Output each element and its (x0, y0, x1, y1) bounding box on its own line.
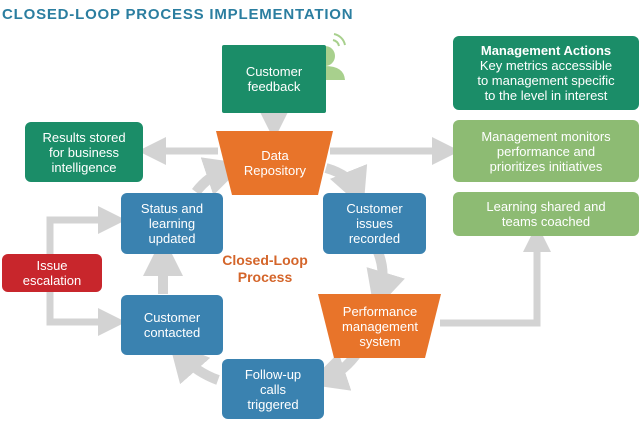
arrow-performance-to-learning (440, 224, 551, 327)
results-stored-label: Results stored for business intelligence (42, 129, 126, 175)
customer-contacted-label: Customer contacted (143, 310, 201, 340)
arrow-escalation-to-contacted (46, 290, 126, 336)
issue-escalation-label: Issue escalation (22, 258, 82, 288)
issue-escalation-box: Issue escalation (2, 254, 102, 292)
management-monitors-label: Management monitors performance and prio… (481, 128, 611, 174)
status-learning-label: Status and learning updated (140, 201, 204, 246)
customer-feedback-label: Customer feedback (245, 64, 303, 94)
loop-arrow-followup-to-contacted (168, 340, 220, 385)
results-stored-box: Results stored for business intelligence (25, 122, 143, 182)
status-learning-box: Status and learning updated (121, 193, 223, 254)
page-title: CLOSED-LOOP PROCESS IMPLEMENTATION (2, 6, 354, 23)
management-monitors-box: Management monitors performance and prio… (453, 120, 639, 182)
performance-management-shape (318, 294, 441, 358)
learning-shared-box: Learning shared and teams coached (453, 192, 639, 236)
follow-up-box: Follow-up calls triggered (222, 359, 324, 419)
customer-feedback-box: Customer feedback (222, 45, 326, 113)
management-actions-box: Management Actions Key metrics accessibl… (453, 36, 639, 110)
customer-issues-box: Customer issues recorded (323, 193, 426, 254)
loop-arrow-repository-to-issues (324, 163, 368, 209)
customer-issues-label: Customer issues recorded (346, 201, 403, 246)
data-repository-shape (216, 131, 333, 195)
performance-management-label: Performance management system (342, 303, 418, 349)
learning-shared-label: Learning shared and teams coached (486, 199, 606, 229)
follow-up-label: Follow-up calls triggered (244, 366, 302, 412)
management-actions-body: Key metrics accessible to management spe… (477, 58, 615, 103)
loop-arrow-status-to-repository (192, 157, 245, 196)
closed-loop-center-label: Closed-Loop Process (222, 252, 308, 285)
loop-arrow-issues-to-performance (366, 250, 405, 312)
management-actions-title: Management Actions (480, 43, 612, 58)
customer-contacted-box: Customer contacted (121, 295, 223, 355)
arrow-escalation-to-status (46, 206, 126, 254)
data-repository-label: Data Repository (243, 148, 307, 178)
